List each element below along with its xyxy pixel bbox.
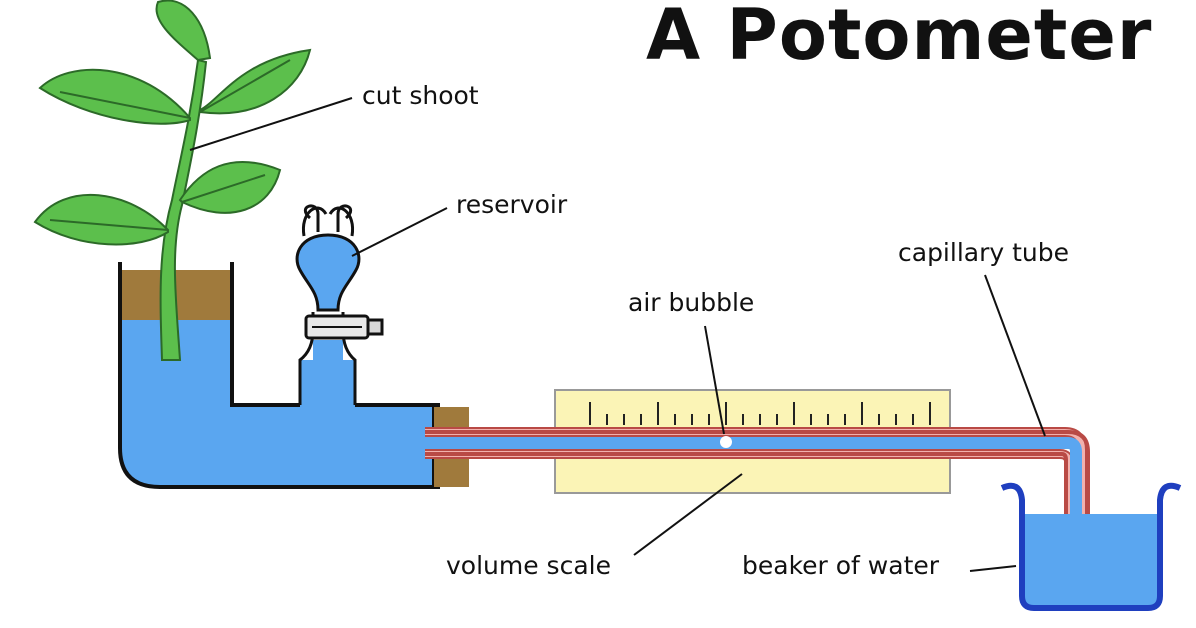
leaf-upper-left: [38, 68, 191, 125]
leaf-mid-left: [33, 193, 169, 246]
beaker: [1000, 482, 1182, 611]
leader-capillary-tube: [984, 274, 1046, 437]
flask-outline: [118, 262, 440, 489]
reservoir: [295, 204, 384, 405]
beaker-outline: [1000, 482, 1182, 611]
flask-water: [120, 320, 440, 487]
diagram-title: A Potometer: [646, 0, 1153, 76]
air-bubble: [720, 436, 732, 448]
label-cut-shoot: cut shoot: [362, 81, 479, 110]
label-beaker-of-water: beaker of water: [742, 551, 940, 580]
reservoir-neck: [313, 340, 343, 405]
leader-cut-shoot: [189, 97, 353, 151]
cut-shoot: [33, 0, 312, 361]
leaf-top: [155, 0, 212, 62]
shoot-stem: [159, 58, 208, 361]
reservoir-bulb: [295, 233, 361, 312]
leaf-upper-right: [199, 48, 312, 115]
label-air-bubble: air bubble: [628, 288, 755, 317]
leader-beaker-of-water: [969, 565, 1017, 572]
leader-air-bubble: [704, 325, 725, 435]
label-reservoir: reservoir: [456, 190, 568, 219]
scale-ticks: [589, 402, 931, 425]
label-volume-scale: volume scale: [446, 551, 611, 580]
beaker-water: [1022, 514, 1160, 606]
leader-volume-scale: [633, 473, 743, 556]
leader-reservoir: [351, 207, 448, 257]
capillary-tube: [425, 427, 1090, 556]
label-capillary-tube: capillary tube: [898, 238, 1070, 267]
leader-lines: [189, 97, 1046, 572]
